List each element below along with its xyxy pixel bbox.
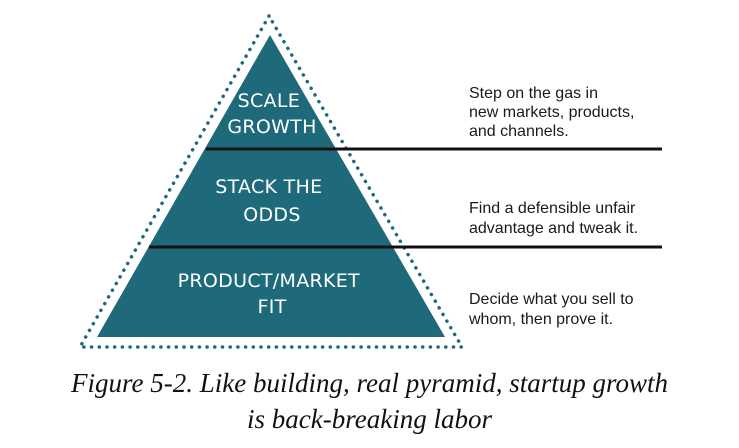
tier-label-stack-the-odds: STACK THE ODDS: [215, 176, 329, 226]
tier-3-label-line-2: FIT: [257, 296, 286, 318]
tier-2-desc-line-1: Find a defensible unfair: [469, 200, 636, 217]
tier-2-description: Find a defensible unfair advantage and t…: [469, 200, 640, 237]
tier-3-desc-line-1: Decide what you sell to: [469, 291, 634, 308]
figure-caption-line-2: is back-breaking labor: [247, 404, 492, 434]
tier-2-desc-line-2: advantage and tweak it.: [469, 220, 638, 237]
tier-label-scale-growth: SCALE GROWTH: [227, 90, 316, 138]
tier-1-label-line-2: GROWTH: [227, 116, 316, 138]
tier-1-desc-line-2: new markets, products,: [469, 104, 634, 121]
figure-caption-line-1: Figure 5-2. Like building, real pyramid,…: [71, 368, 668, 398]
tier-3-description: Decide what you sell to whom, then prove…: [468, 291, 638, 328]
tier-2-label-line-1: STACK THE: [215, 176, 322, 198]
pyramid-dotted-border: [76, 12, 466, 349]
tier-3-label-line-1: PRODUCT/MARKET: [178, 270, 360, 292]
tier-3-desc-line-2: whom, then prove it.: [468, 311, 613, 328]
tier-1-description: Step on the gas in new markets, products…: [469, 85, 639, 140]
tier-2-label-line-2: ODDS: [243, 204, 300, 226]
tier-1-desc-line-3: and channels.: [469, 123, 569, 140]
pyramid-body: [97, 35, 445, 337]
tier-label-product-market-fit: PRODUCT/MARKET FIT: [178, 270, 367, 318]
tier-1-desc-line-1: Step on the gas in: [469, 85, 598, 102]
tier-1-label-line-1: SCALE: [238, 90, 300, 112]
